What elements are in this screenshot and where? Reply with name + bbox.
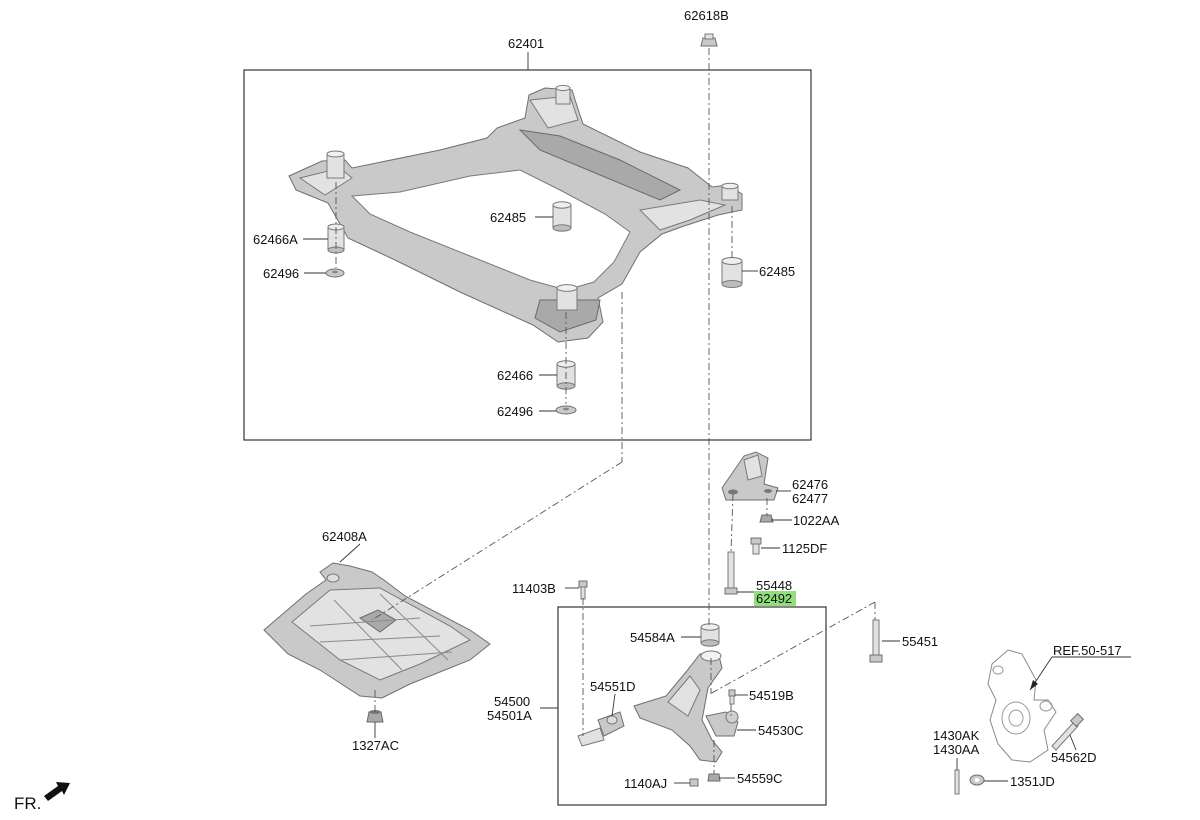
label-54562D[interactable]: 54562D [1051, 750, 1097, 765]
lower-arm-group-frame [557, 606, 827, 806]
label-55451[interactable]: 55451 [902, 634, 938, 649]
bolt-1140AJ[interactable] [689, 778, 699, 787]
label-54501A[interactable]: 54501A [487, 708, 532, 723]
nut-54559C[interactable] [707, 773, 721, 782]
label-62466A[interactable]: 62466A [253, 232, 298, 247]
highlight-62492 [754, 591, 796, 606]
label-54500[interactable]: 54500 [494, 694, 530, 709]
mount-tower-front-right [556, 284, 578, 311]
bushing-62485-center[interactable] [552, 201, 572, 232]
label-62401[interactable]: 62401 [508, 36, 544, 51]
label-1022AA[interactable]: 1022AA [793, 513, 840, 528]
part-labels: 62401 62618B 62466A 62496 62485 62485 62… [253, 8, 1122, 791]
assembly-centerlines [335, 48, 876, 774]
under-cover-62408A[interactable] [263, 562, 491, 699]
front-direction-indicator: FR. [14, 782, 70, 813]
label-62485-right[interactable]: 62485 [759, 264, 795, 279]
mount-tower-rear-right [721, 182, 739, 201]
label-1125DF[interactable]: 1125DF [782, 541, 827, 556]
label-54559C[interactable]: 54559C [737, 771, 783, 786]
label-54530C[interactable]: 54530C [758, 723, 804, 738]
label-1430AA[interactable]: 1430AA [933, 742, 980, 757]
label-62496-upper[interactable]: 62496 [263, 266, 299, 281]
subframe-group-frame [243, 69, 812, 441]
bolt-11403B[interactable] [578, 580, 588, 600]
washer-62496-upper[interactable] [325, 268, 345, 278]
label-55448[interactable]: 55448 [756, 578, 792, 593]
bushing-54584A[interactable] [700, 623, 720, 647]
label-1351JD[interactable]: 1351JD [1010, 774, 1055, 789]
label-11403B[interactable]: 11403B [512, 581, 556, 596]
ball-joint-54530C[interactable] [705, 710, 739, 737]
lower-arm-54500[interactable] [633, 650, 723, 763]
clip-1327AC[interactable] [366, 710, 384, 723]
bolt-55448[interactable] [724, 551, 738, 595]
label-62485-center[interactable]: 62485 [490, 210, 526, 225]
front-arrow-icon [44, 782, 70, 801]
label-54551D[interactable]: 54551D [590, 679, 636, 694]
reference-label[interactable]: REF.50-517 [1053, 643, 1122, 658]
bolt-55451[interactable] [869, 619, 883, 663]
bolt-1125DF[interactable] [750, 537, 762, 555]
label-1140AJ[interactable]: 1140AJ [624, 776, 667, 791]
label-1430AK[interactable]: 1430AK [933, 728, 980, 743]
label-62466[interactable]: 62466 [497, 368, 533, 383]
label-62476[interactable]: 62476 [792, 477, 828, 492]
mount-tower-front-left [326, 150, 345, 179]
bolt-54519B[interactable] [728, 689, 736, 705]
label-62492[interactable]: 62492 [756, 591, 792, 606]
leader-lines [303, 52, 1131, 784]
washer-1351JD[interactable] [969, 774, 985, 786]
label-54519B[interactable]: 54519B [749, 688, 794, 703]
mount-tower-rear-left [555, 84, 571, 105]
bushing-54551D[interactable] [577, 711, 625, 747]
label-62496-lower[interactable]: 62496 [497, 404, 533, 419]
bolt-54562D[interactable] [1051, 712, 1085, 751]
crossmember-assembly[interactable] [288, 84, 743, 343]
steering-knuckle-ref[interactable] [987, 649, 1057, 763]
bracket-62476[interactable] [721, 451, 779, 501]
nut-1022AA[interactable] [759, 514, 774, 523]
washer-62496-lower[interactable] [555, 405, 577, 415]
label-1327AC[interactable]: 1327AC [352, 738, 399, 753]
nut-62618B[interactable] [700, 33, 718, 47]
label-62477[interactable]: 62477 [792, 491, 828, 506]
label-62408A[interactable]: 62408A [322, 529, 367, 544]
bushing-62485-right[interactable] [721, 257, 743, 288]
label-54584A[interactable]: 54584A [630, 630, 675, 645]
front-label: FR. [14, 794, 41, 813]
bolt-1430AK[interactable] [954, 769, 960, 795]
label-62618B[interactable]: 62618B [684, 8, 729, 23]
